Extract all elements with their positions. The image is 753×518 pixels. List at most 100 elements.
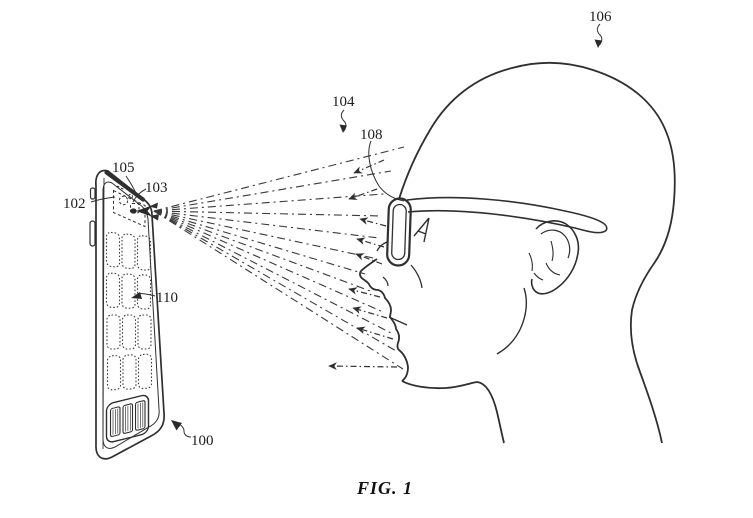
app-icon [122, 354, 137, 390]
reflected-light-rays [328, 159, 398, 370]
light-ray [153, 210, 374, 259]
dock-icon [109, 406, 121, 438]
light-ray [153, 146, 405, 212]
ref-label-103: 103 [145, 180, 168, 196]
light-ray [153, 170, 392, 212]
app-icon-row [105, 231, 152, 271]
app-icon-110 [121, 273, 136, 309]
mouth-line [388, 316, 408, 326]
ref-label-104: 104 [332, 94, 355, 110]
ref-label-100: 100 [191, 433, 214, 449]
glasses-lens-inner [391, 203, 407, 261]
app-icon-row [106, 314, 152, 350]
glasses-nose-pad [376, 241, 388, 252]
figure-caption: FIG. 1 [356, 478, 413, 498]
leader-103 [132, 188, 147, 203]
app-icon [136, 274, 152, 310]
ear-outer-outline [530, 220, 580, 295]
phone-body-outline [95, 169, 165, 460]
incoming-ray-arrowhead [136, 205, 152, 217]
app-icon [136, 235, 152, 271]
face-profile [359, 258, 409, 382]
ear-inner-fold [550, 240, 554, 262]
app-icon [137, 353, 153, 390]
leader-108 [368, 140, 405, 202]
app-icon-row [106, 353, 153, 391]
ref-label-102: 102 [63, 196, 86, 212]
reflected-ray-arrow [353, 159, 385, 174]
glasses-lens-outer [386, 197, 412, 267]
ref-label-110: 110 [156, 290, 178, 306]
incoming-ray-arrowhead-small-bottom [150, 214, 159, 221]
phone-top-edge [104, 170, 145, 202]
earpiece-mark [116, 185, 125, 190]
arrowhead-110 [131, 292, 142, 299]
leader-106-squiggle [596, 23, 603, 46]
head-dome-outline [398, 62, 676, 444]
light-ray [153, 210, 366, 275]
ear-antitragus [545, 262, 561, 276]
reference-numerals: 100 102 103 104 105 106 108 110 [63, 9, 612, 449]
incoming-ray-arrowhead-small-top [149, 202, 158, 209]
reflected-ray-arrow [359, 217, 387, 227]
phone-side-edge [102, 177, 105, 450]
head [359, 62, 676, 444]
reflected-ray-arrow [355, 253, 383, 265]
reflected-ray-arrow [348, 188, 378, 200]
app-icon [105, 272, 121, 309]
light-ray [153, 210, 383, 217]
phone-switch-button [89, 187, 96, 200]
light-ray [153, 210, 380, 239]
dock-outline [105, 394, 150, 443]
dock-icon-hatching [112, 402, 144, 435]
camera-aperture [130, 208, 137, 214]
light-ray [153, 210, 374, 293]
app-icon [106, 314, 121, 350]
smartphone [89, 169, 165, 460]
dock [105, 394, 150, 443]
glasses [376, 196, 608, 267]
light-ray [153, 193, 385, 212]
reflected-ray-arrow [356, 237, 385, 248]
glasses-temple-arm [406, 196, 608, 234]
phone-volume-button [89, 220, 96, 247]
arrowhead-100 [171, 420, 182, 431]
app-icon-row [105, 272, 152, 310]
app-icon [106, 355, 122, 391]
phone-screen-outline [102, 181, 160, 449]
sensor-region-outline [113, 189, 146, 228]
ref-label-106: 106 [589, 9, 612, 25]
cheek-line [410, 264, 423, 289]
app-icon [121, 233, 136, 270]
sensor-emitter [130, 203, 140, 214]
leader-100-squiggle [180, 424, 192, 438]
sensor-module [113, 185, 159, 228]
leader-102 [90, 196, 116, 203]
light-ray [153, 210, 384, 313]
leader-lines [90, 23, 603, 438]
dock-icon [122, 403, 134, 434]
eye-detail [413, 217, 430, 243]
ref-label-108: 108 [360, 127, 383, 143]
arrowhead-104 [339, 124, 347, 133]
reflected-ray-arrow [348, 287, 381, 298]
app-icon [121, 314, 137, 350]
ear-inner-helix [540, 229, 571, 259]
leader-105 [125, 175, 137, 194]
arrowhead-106 [594, 39, 602, 48]
app-icon [105, 231, 121, 268]
leader-arrowheads [131, 39, 602, 431]
app-icon-grid [105, 231, 153, 391]
reflected-ray-arrow [352, 306, 388, 319]
ear [528, 220, 580, 295]
jaw-crease-line [496, 287, 527, 355]
light-ray [153, 210, 404, 370]
reflected-ray-arrow [356, 326, 394, 340]
sensor-dot [128, 194, 133, 199]
dock-icon [134, 400, 146, 431]
sensor-lens [118, 195, 129, 206]
reflected-ray-arrow [328, 362, 398, 370]
ear-tragus [528, 252, 544, 281]
